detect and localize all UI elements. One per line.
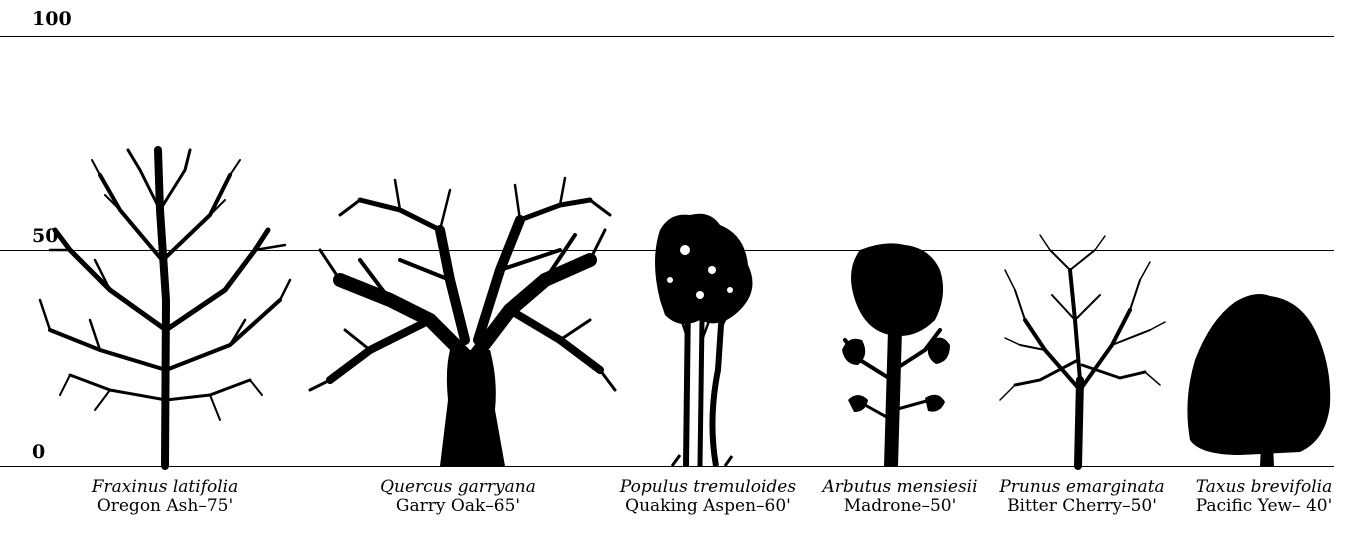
common-name-height: Quaking Aspen–60' bbox=[612, 497, 804, 516]
scientific-name: Populus tremuloides bbox=[612, 478, 804, 497]
scientific-name: Taxus brevifolia bbox=[1184, 478, 1344, 497]
common-name-height: Pacific Yew– 40' bbox=[1184, 497, 1344, 516]
pacific-yew-silhouette bbox=[1187, 294, 1330, 466]
scientific-name: Quercus garryana bbox=[372, 478, 544, 497]
caption-pacific-yew: Taxus brevifolia Pacific Yew– 40' bbox=[1184, 478, 1344, 516]
scientific-name: Fraxinus latifolia bbox=[80, 478, 250, 497]
madrone-silhouette bbox=[842, 243, 950, 466]
caption-bitter-cherry: Prunus emarginata Bitter Cherry–50' bbox=[984, 478, 1180, 516]
common-name-height: Oregon Ash–75' bbox=[80, 497, 250, 516]
common-name-height: Madrone–50' bbox=[818, 497, 982, 516]
quaking-aspen-silhouette bbox=[655, 214, 753, 466]
garry-oak-silhouette bbox=[310, 178, 615, 466]
oregon-ash-silhouette bbox=[40, 150, 290, 466]
common-name-height: Bitter Cherry–50' bbox=[984, 497, 1180, 516]
caption-quaking-aspen: Populus tremuloides Quaking Aspen–60' bbox=[612, 478, 804, 516]
scientific-name: Prunus emarginata bbox=[984, 478, 1180, 497]
bitter-cherry-silhouette bbox=[1000, 235, 1165, 466]
scientific-name: Arbutus mensiesii bbox=[818, 478, 982, 497]
caption-garry-oak: Quercus garryana Garry Oak–65' bbox=[372, 478, 544, 516]
caption-oregon-ash: Fraxinus latifolia Oregon Ash–75' bbox=[80, 478, 250, 516]
common-name-height: Garry Oak–65' bbox=[372, 497, 544, 516]
caption-madrone: Arbutus mensiesii Madrone–50' bbox=[818, 478, 982, 516]
